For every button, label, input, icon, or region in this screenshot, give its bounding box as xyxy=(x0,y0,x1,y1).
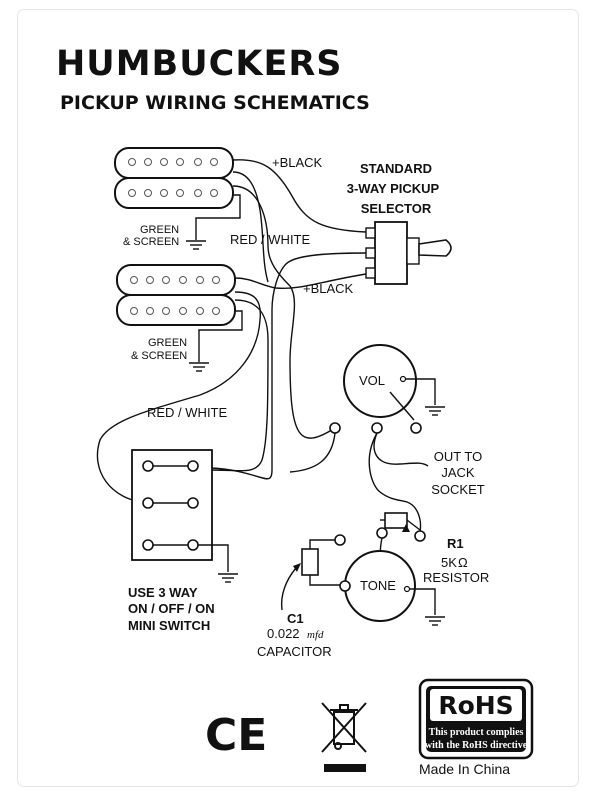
label-out-to-jack-2: JACK xyxy=(441,465,475,480)
label-selector-2: 3-WAY PICKUP xyxy=(347,181,440,196)
ground-icon xyxy=(188,362,210,372)
label-r1-unit: Ω xyxy=(458,555,468,570)
capacitor-icon xyxy=(293,534,346,586)
label-mini-switch-3: MINI SWITCH xyxy=(128,618,210,633)
schematic-card xyxy=(18,10,578,786)
label-capacitor: CAPACITOR xyxy=(257,644,332,659)
label-green-screen-1b: & SCREEN xyxy=(123,236,179,248)
label-red-white-mid: RED / WHITE xyxy=(147,405,227,420)
rohs-line-1: This product complies xyxy=(429,727,524,738)
label-out-to-jack-1: OUT TO xyxy=(434,449,482,464)
label-green-screen-1a: GREEN xyxy=(140,224,179,236)
rohs-badge-icon xyxy=(418,678,534,760)
weee-bar xyxy=(324,764,366,772)
label-red-white-top: RED / WHITE xyxy=(230,232,310,247)
page-title: HUMBUCKERS xyxy=(56,44,343,84)
label-c1-unit: mfd xyxy=(307,629,324,641)
page-subtitle: PICKUP WIRING SCHEMATICS xyxy=(60,92,370,114)
ground-icon xyxy=(185,240,207,250)
label-green-screen-2b: & SCREEN xyxy=(131,350,187,362)
label-mini-switch-2: ON / OFF / ON xyxy=(128,601,215,616)
label-c1: C1 xyxy=(287,611,304,626)
mini-switch-icon xyxy=(131,449,213,561)
label-resistor: RESISTOR xyxy=(423,570,489,585)
label-plus-black-mid: +BLACK xyxy=(303,281,354,296)
ground-icon xyxy=(217,573,239,583)
humbucker-pickup-icon xyxy=(116,264,236,326)
rohs-line-2: with the RoHS directive xyxy=(425,740,528,751)
humbucker-pickup-icon xyxy=(114,147,234,209)
label-vol: VOL xyxy=(359,373,385,388)
label-tone: TONE xyxy=(360,578,396,593)
weee-bin-icon xyxy=(321,702,367,753)
resistor-icon xyxy=(376,512,426,542)
ground-icon xyxy=(424,616,446,626)
rohs-title: RoHS xyxy=(438,691,513,720)
label-c1-value: 0.022 xyxy=(267,626,300,641)
label-out-to-jack-3: SOCKET xyxy=(431,482,485,497)
label-selector-1: STANDARD xyxy=(360,161,432,176)
label-selector-3: SELECTOR xyxy=(361,201,432,216)
ce-mark-icon: CE xyxy=(205,710,267,761)
ground-icon xyxy=(424,406,446,416)
toggle-switch-icon xyxy=(365,221,452,285)
label-mini-switch-1: USE 3 WAY xyxy=(128,585,198,600)
potentiometer-icon xyxy=(343,344,417,418)
label-r1-value: 5K xyxy=(441,555,457,570)
made-in-label: Made In China xyxy=(419,761,510,777)
label-plus-black-top: +BLACK xyxy=(272,155,323,170)
label-r1: R1 xyxy=(447,536,464,551)
label-green-screen-2a: GREEN xyxy=(148,337,187,349)
